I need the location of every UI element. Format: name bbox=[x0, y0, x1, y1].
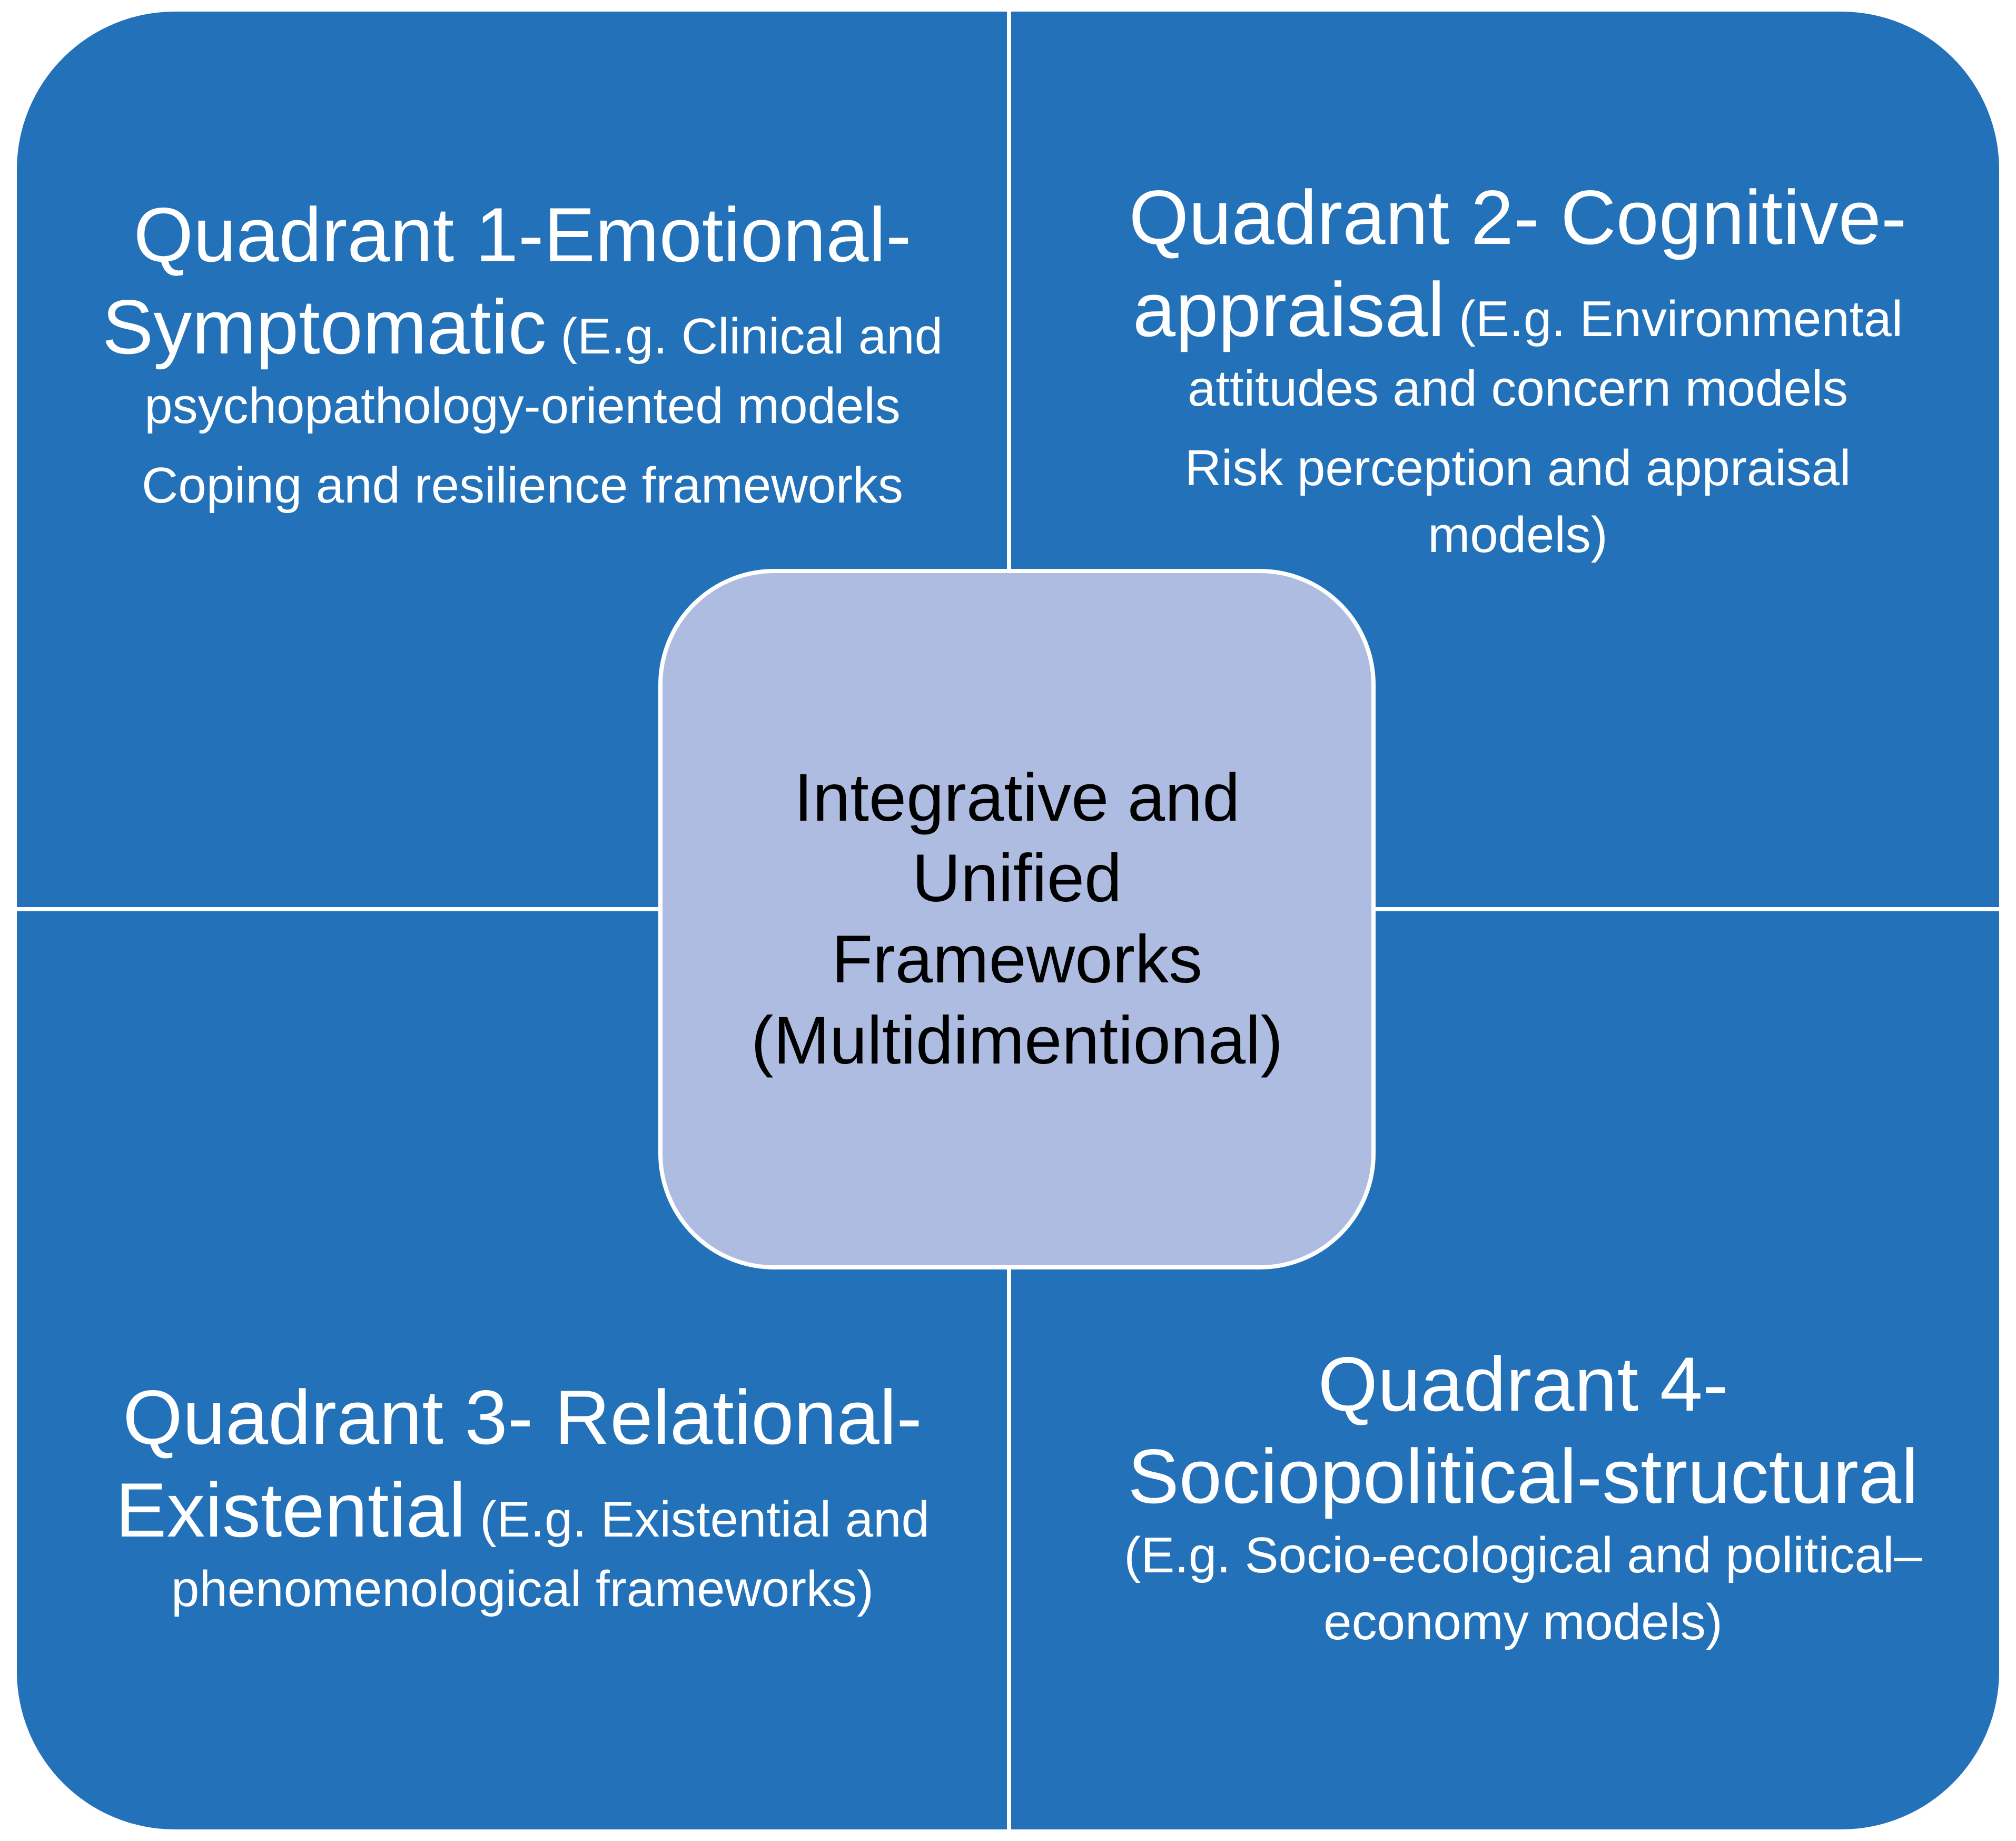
quadrant-3: Quadrant 3- Relational- Existential (E.g… bbox=[70, 1339, 975, 1655]
quadrant-2-extra-line-2: models) bbox=[1428, 506, 1608, 563]
center-line-2: Unified bbox=[912, 841, 1122, 917]
center-box: Integrative and Unified Frameworks (Mult… bbox=[658, 569, 1376, 1269]
center-line-4: (Multidimentional) bbox=[750, 1002, 1283, 1078]
quadrant-1-extra-line: Coping and resilience frameworks bbox=[142, 457, 903, 514]
quadrant-4-title-line-2: Sociopolitical-structural bbox=[1128, 1430, 1918, 1522]
quadrant-1-description-line: psychopathology-oriented models bbox=[144, 378, 901, 435]
quadrant-2-title: appraisal bbox=[1132, 266, 1445, 352]
quadrant-1-title-line-2: Symptomatic (E.g. Clinical and bbox=[102, 281, 943, 373]
quadrant-2-description-line: attitudes and concern models bbox=[1187, 360, 1849, 417]
quadrant-2-description-inline: (E.g. Environmental bbox=[1445, 290, 1903, 347]
quadrant-2-extra-line-1: Risk perception and appraisal bbox=[1184, 439, 1851, 496]
quadrant-1-title: Symptomatic bbox=[102, 284, 547, 370]
quadrant-3-title-line-1: Quadrant 3- Relational- bbox=[123, 1374, 922, 1461]
quadrant-4-description-line-1: (E.g. Socio-ecological and political– bbox=[1124, 1527, 1922, 1584]
quadrant-1-title-line-1: Quadrant 1-Emotional- bbox=[133, 192, 912, 278]
center-line-1: Integrative and bbox=[794, 760, 1240, 835]
quadrant-4-title: Sociopolitical-structural bbox=[1128, 1433, 1919, 1520]
quadrant-2-title-line-2: appraisal (E.g. Environmental bbox=[1133, 263, 1903, 356]
quadrant-1: Quadrant 1-Emotional- Symptomatic (E.g. … bbox=[70, 170, 975, 538]
quadrant-2-title-line-1: Quadrant 2- Cognitive- bbox=[1129, 174, 1907, 260]
quadrant-4: Quadrant 4- Sociopolitical-structural (E… bbox=[1060, 1297, 1987, 1697]
quadrant-1-description-inline: (E.g. Clinical and bbox=[546, 308, 943, 365]
quadrant-frame: Quadrant 1-Emotional- Symptomatic (E.g. … bbox=[17, 12, 1999, 1829]
quadrant-3-description-line: phenomenological frameworks) bbox=[171, 1560, 874, 1617]
quadrant-3-description-inline: (E.g. Existential and bbox=[466, 1491, 930, 1548]
quadrant-4-title-line-1: Quadrant 4- bbox=[1318, 1341, 1728, 1427]
quadrant-3-title-line-2: Existential (E.g. Existential and bbox=[115, 1464, 930, 1556]
quadrant-4-description-line-2: economy models) bbox=[1323, 1594, 1723, 1651]
quadrant-2: Quadrant 2- Cognitive- appraisal (E.g. E… bbox=[1070, 138, 1965, 602]
center-line-3: Frameworks bbox=[831, 922, 1203, 997]
quadrant-3-title: Existential bbox=[115, 1466, 466, 1553]
